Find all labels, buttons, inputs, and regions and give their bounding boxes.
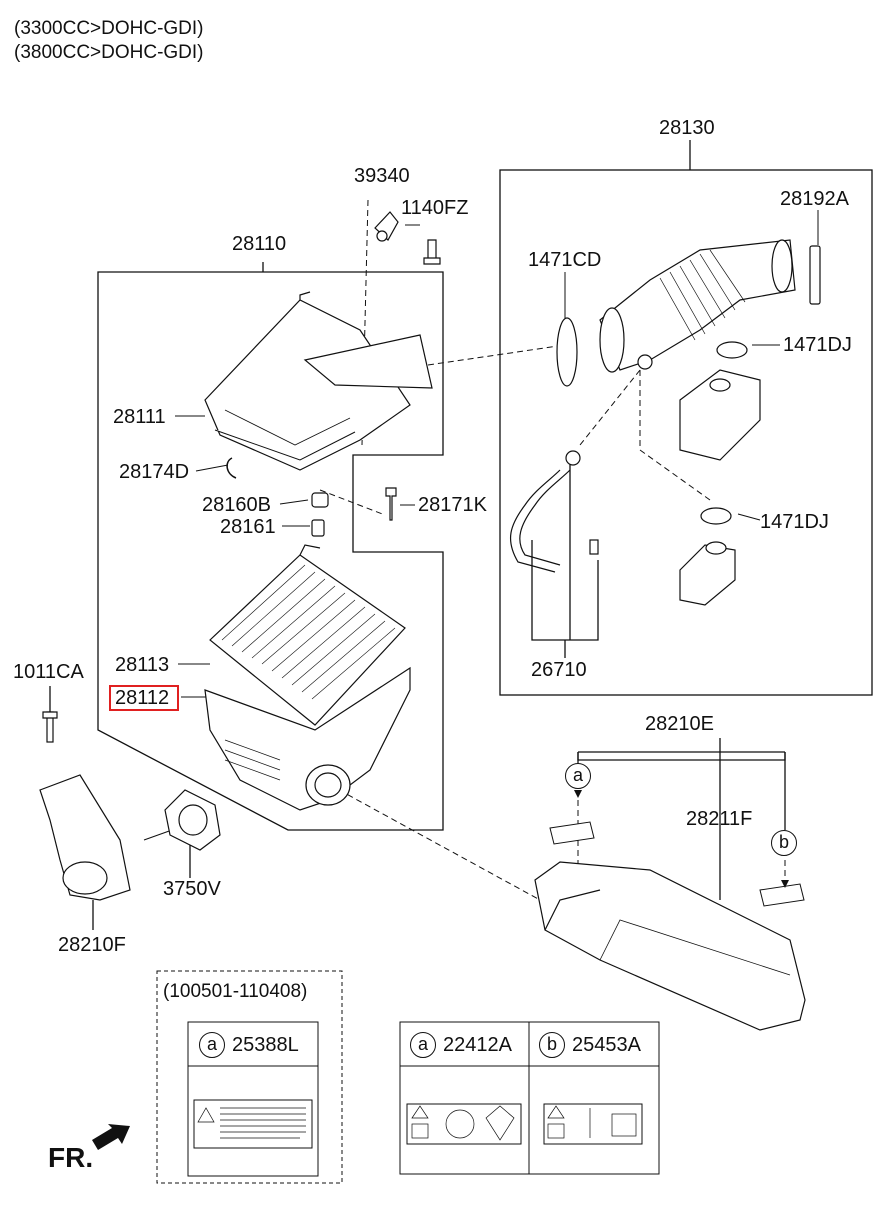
air-filter-element-28113 [209, 554, 406, 726]
legend-right-key-b: b [539, 1032, 565, 1058]
legend-dated-box [156, 970, 343, 1184]
label-28210E: 28210E [645, 713, 714, 735]
label-1011CA: 1011CA [13, 661, 84, 683]
assembly-28130-box [499, 169, 873, 696]
label-28130: 28130 [659, 117, 715, 139]
label-28110: 28110 [232, 233, 287, 255]
legend-date-range: (100501-110408) [163, 981, 308, 1002]
engine-spec-line2: (3800CC>DOHC-GDI) [14, 42, 204, 63]
legend-right-key-a: a [410, 1032, 436, 1058]
highlight-box-28112 [109, 685, 179, 711]
resonator-upper [679, 369, 761, 461]
assembly-28110-outline [97, 262, 444, 831]
label-28211F: 28211F [686, 808, 753, 830]
callout-a: a [565, 763, 591, 789]
callout-b: b [771, 830, 797, 856]
label-28192A: 28192A [780, 188, 849, 210]
air-cleaner-cover-28111 [204, 299, 411, 471]
air-intake-duct-28210F [39, 774, 131, 901]
engine-spec-line1: (3300CC>DOHC-GDI) [14, 18, 204, 39]
legend-left-part: 25388L [232, 1034, 299, 1056]
legend-left-key: a [199, 1032, 225, 1058]
resonator-lower [679, 544, 736, 606]
label-28161: 28161 [220, 516, 276, 538]
label-28210F: 28210F [58, 934, 126, 956]
label-28174D: 28174D [119, 461, 190, 483]
label-1471DJ-bottom: 1471DJ [760, 511, 829, 533]
legend-right-part-b: 25453A [572, 1034, 641, 1056]
label-26710: 26710 [531, 659, 587, 681]
legend-right-part-a: 22412A [443, 1034, 512, 1056]
label-28112[interactable]: 28112 [115, 687, 170, 709]
label-28113: 28113 [115, 654, 170, 676]
breather-hose-26710 [519, 469, 571, 566]
intake-hose-28130 [599, 239, 796, 371]
label-39340: 39340 [354, 165, 410, 187]
label-3750V: 3750V [163, 878, 221, 900]
front-direction-label: FR. [48, 1142, 94, 1173]
label-28160B: 28160B [202, 494, 271, 516]
front-direction-arrow [92, 1124, 130, 1150]
label-28171K: 28171K [418, 494, 487, 516]
label-1471DJ-top: 1471DJ [783, 334, 852, 356]
air-guide-duct-28210E [534, 861, 806, 1031]
label-1140FZ: 1140FZ [401, 197, 469, 219]
label-28111: 28111 [113, 406, 166, 428]
label-1471CD: 1471CD [528, 249, 602, 271]
